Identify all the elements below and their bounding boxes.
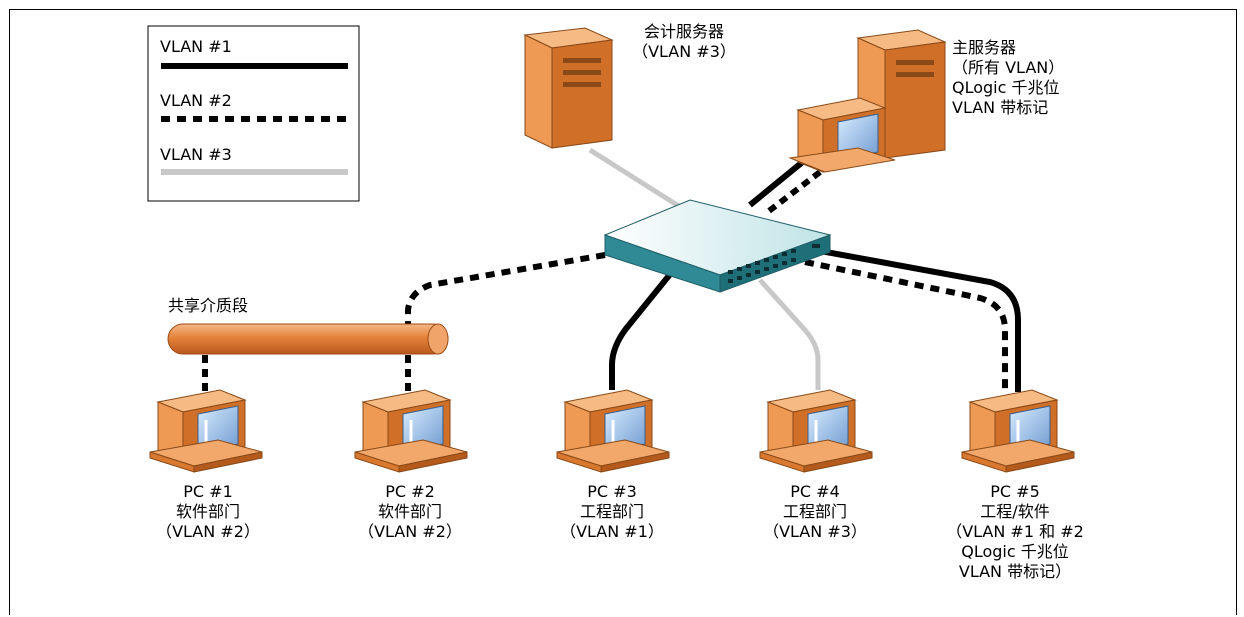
pc5-name: PC #5: [990, 482, 1040, 501]
pc5-label: PC #5 工程/软件 （VLAN #1 和 #2 QLogic 千兆位 VLA…: [940, 482, 1090, 582]
pc-4-icon: [759, 389, 873, 473]
connections: [202, 147, 1021, 392]
legend-label-vlan1: VLAN #1: [160, 37, 232, 56]
shared-segment-label: 共享介质段: [168, 296, 249, 315]
pc5-adapter: QLogic 千兆位: [961, 542, 1069, 561]
main-server-icon: [788, 29, 947, 173]
pc1-vlan: （VLAN #2）: [156, 522, 260, 541]
link-main-server-vlan2: [763, 169, 822, 217]
accounting-server-icon: [523, 27, 614, 149]
legend-label-vlan3: VLAN #3: [160, 145, 232, 164]
link-pc5-vlan2: [804, 259, 1008, 392]
switch-icon: [603, 199, 832, 293]
pc4-vlan: （VLAN #3）: [763, 522, 867, 541]
pc2-label: PC #2 软件部门 （VLAN #2）: [350, 482, 470, 542]
main-server-adapter: QLogic 千兆位: [952, 78, 1060, 97]
pc5-dept: 工程/软件: [980, 502, 1050, 521]
pc-3-icon: [556, 389, 670, 473]
link-pc4: [758, 278, 821, 390]
pc2-vlan: （VLAN #2）: [358, 522, 462, 541]
link-accounting-server: [588, 147, 687, 213]
diagram-frame: [9, 9, 1237, 615]
pc1-label: PC #1 软件部门 （VLAN #2）: [148, 482, 268, 542]
pc3-vlan: （VLAN #1）: [560, 522, 664, 541]
accounting-server-vlan: （VLAN #3）: [632, 42, 736, 61]
pc4-label: PC #4 工程部门 （VLAN #3）: [755, 482, 875, 542]
pc3-label: PC #3 工程部门 （VLAN #1）: [552, 482, 672, 542]
link-main-server-vlan1: [748, 157, 807, 208]
pc2-name: PC #2: [385, 482, 435, 501]
pc-5-icon: [961, 389, 1075, 473]
legend: [147, 25, 360, 202]
pc3-name: PC #3: [587, 482, 637, 501]
shared-segment-tube: [167, 323, 449, 355]
main-server-tagging: VLAN 带标记: [952, 98, 1049, 117]
link-pc3: [609, 260, 683, 390]
main-server-vlan: （所有 VLAN）: [952, 58, 1065, 77]
main-server-title: 主服务器: [952, 38, 1017, 57]
accounting-server-title: 会计服务器: [643, 22, 724, 41]
pc1-name: PC #1: [183, 482, 233, 501]
pc3-dept: 工程部门: [579, 502, 644, 521]
pc4-dept: 工程部门: [782, 502, 847, 521]
pc-1-icon: [149, 389, 263, 473]
pc1-dept: 软件部门: [175, 502, 240, 521]
link-shared-segment: [405, 252, 606, 330]
main-server-label: 主服务器 （所有 VLAN） QLogic 千兆位 VLAN 带标记: [952, 38, 1064, 118]
pc5-vlan: （VLAN #1 和 #2: [946, 522, 1084, 541]
pc-2-icon: [354, 389, 468, 473]
link-pc5-vlan1: [814, 247, 1021, 392]
pc5-tagging: VLAN 带标记）: [958, 562, 1072, 581]
pc4-name: PC #4: [790, 482, 840, 501]
pc2-dept: 软件部门: [377, 502, 442, 521]
legend-label-vlan2: VLAN #2: [160, 91, 232, 110]
accounting-server-label: 会计服务器 （VLAN #3）: [614, 22, 754, 62]
